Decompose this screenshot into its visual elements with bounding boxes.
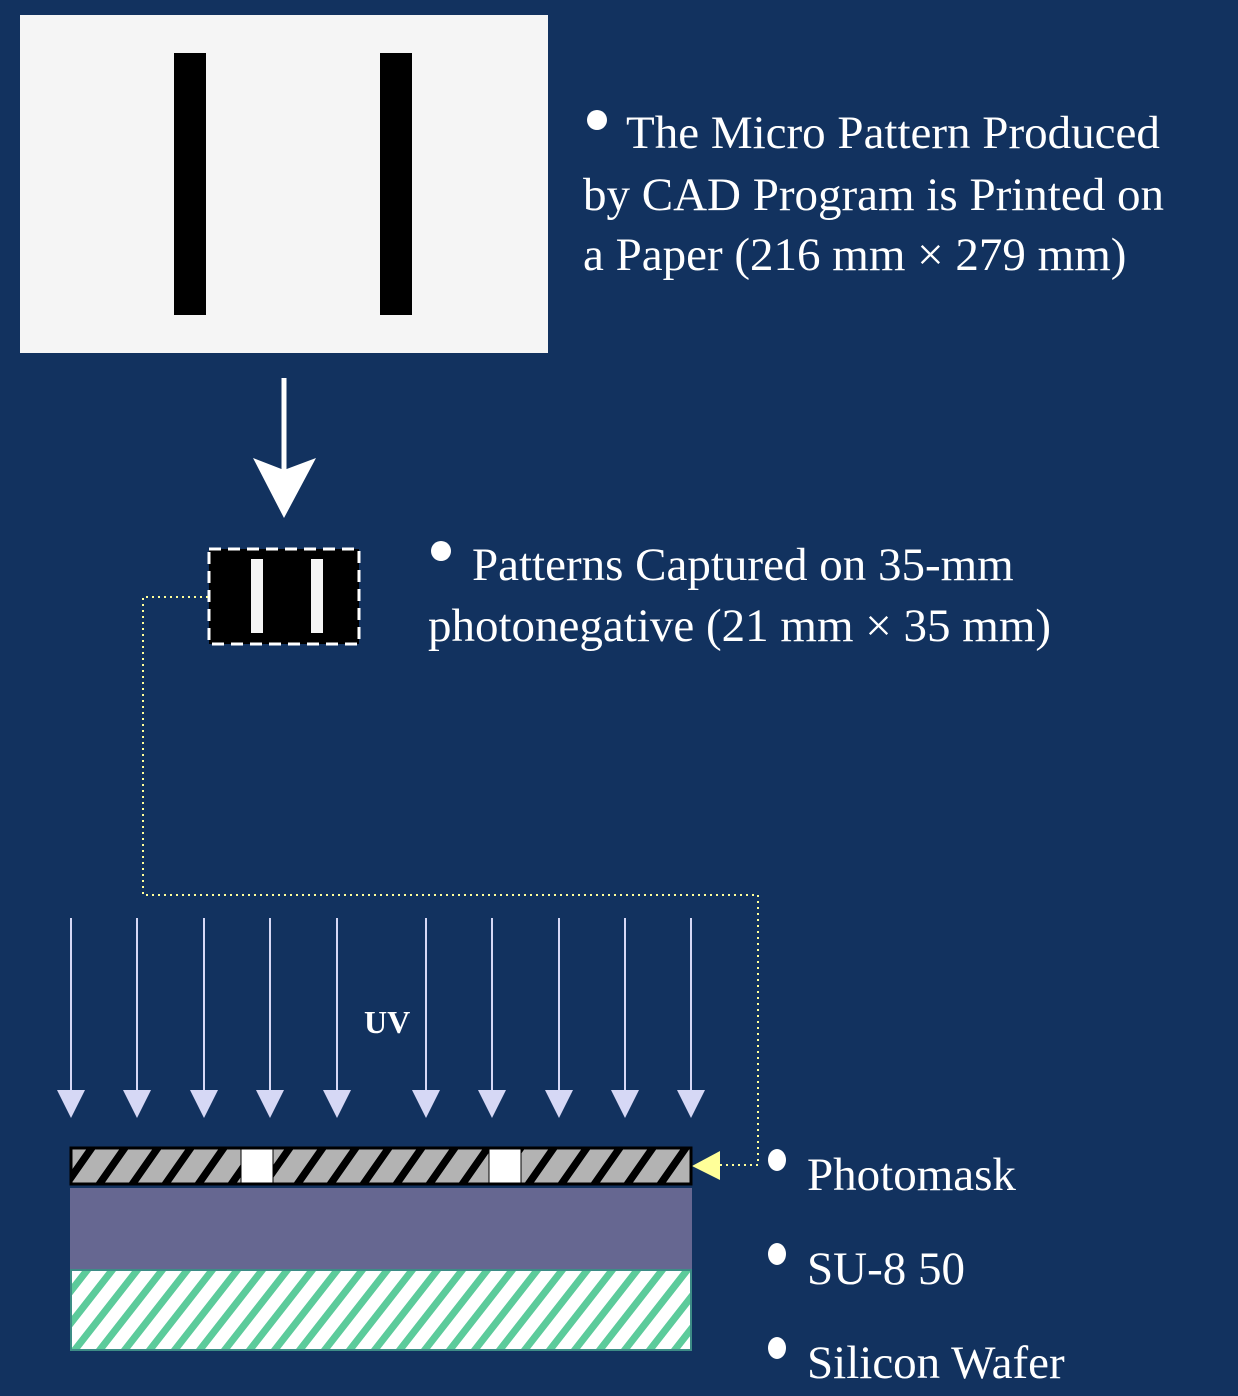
uv-label: UV (364, 1004, 410, 1040)
uv-arrow-icon (190, 918, 218, 1118)
bullet-icon (768, 1243, 786, 1265)
uv-arrow-icon (57, 918, 85, 1118)
mask-window (488, 1148, 522, 1184)
uv-arrow-icon (677, 918, 705, 1118)
step2-line-1: Patterns Captured on 35-mm (472, 539, 1014, 591)
uv-arrow-icon (412, 918, 440, 1118)
uv-arrows (57, 918, 705, 1118)
silicon-wafer-layer (70, 1269, 692, 1351)
photomask-layer (69, 1146, 693, 1186)
uv-arrow-icon (256, 918, 284, 1118)
down-arrow-icon (253, 378, 316, 518)
step2-line-2: photonegative (21 mm × 35 mm) (428, 600, 1051, 652)
su8-label: SU-8 50 (807, 1243, 965, 1295)
pattern-bar (174, 53, 206, 315)
uv-arrow-icon (123, 918, 151, 1118)
photomask-label: Photomask (807, 1149, 1016, 1201)
silicon-wafer-label: Silicon Wafer (807, 1337, 1065, 1389)
mask-window (240, 1148, 274, 1184)
photonegative (207, 547, 361, 646)
bullet-icon (587, 110, 607, 130)
step1-line-1: The Micro Pattern Produced (626, 107, 1160, 159)
bullet-icon (768, 1337, 786, 1359)
bullet-icon (431, 541, 451, 561)
printed-paper (20, 15, 548, 353)
su8-layer (70, 1188, 692, 1269)
uv-arrow-icon (478, 918, 506, 1118)
uv-arrow-icon (545, 918, 573, 1118)
connector-line (142, 596, 759, 1180)
bullet-icon (768, 1149, 786, 1171)
uv-arrow-icon (611, 918, 639, 1118)
pattern-bar (380, 53, 412, 315)
uv-arrow-icon (323, 918, 351, 1118)
step1-line-3: a Paper (216 mm × 279 mm) (583, 229, 1126, 281)
arrowhead-icon (692, 1151, 720, 1180)
step1-line-2: by CAD Program is Printed on (583, 169, 1164, 221)
